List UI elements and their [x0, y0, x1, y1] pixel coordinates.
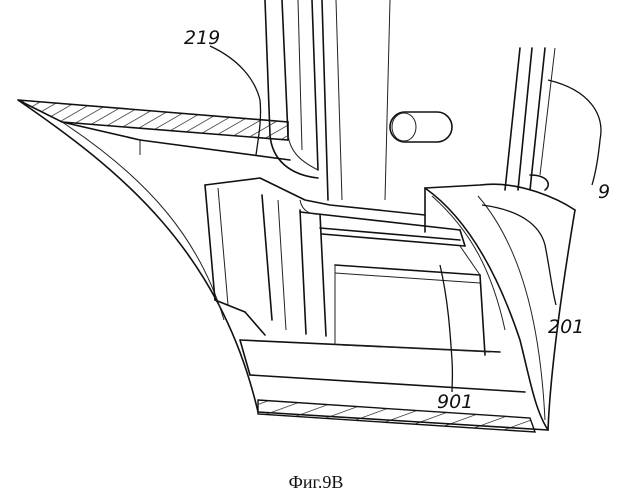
- top-plate: [18, 100, 290, 160]
- inner-frame: [205, 178, 490, 355]
- label-901: 901: [437, 391, 473, 413]
- upright-9: [385, 0, 555, 200]
- outer-shell-left: [18, 100, 548, 430]
- base-plate: [240, 340, 535, 432]
- label-219: 219: [184, 27, 220, 49]
- slot-hole: [390, 112, 452, 142]
- label-201: 201: [548, 316, 584, 338]
- vertical-column: [265, 0, 342, 200]
- figure-caption: Фиг.9B: [289, 472, 344, 492]
- label-9: 9: [598, 181, 610, 203]
